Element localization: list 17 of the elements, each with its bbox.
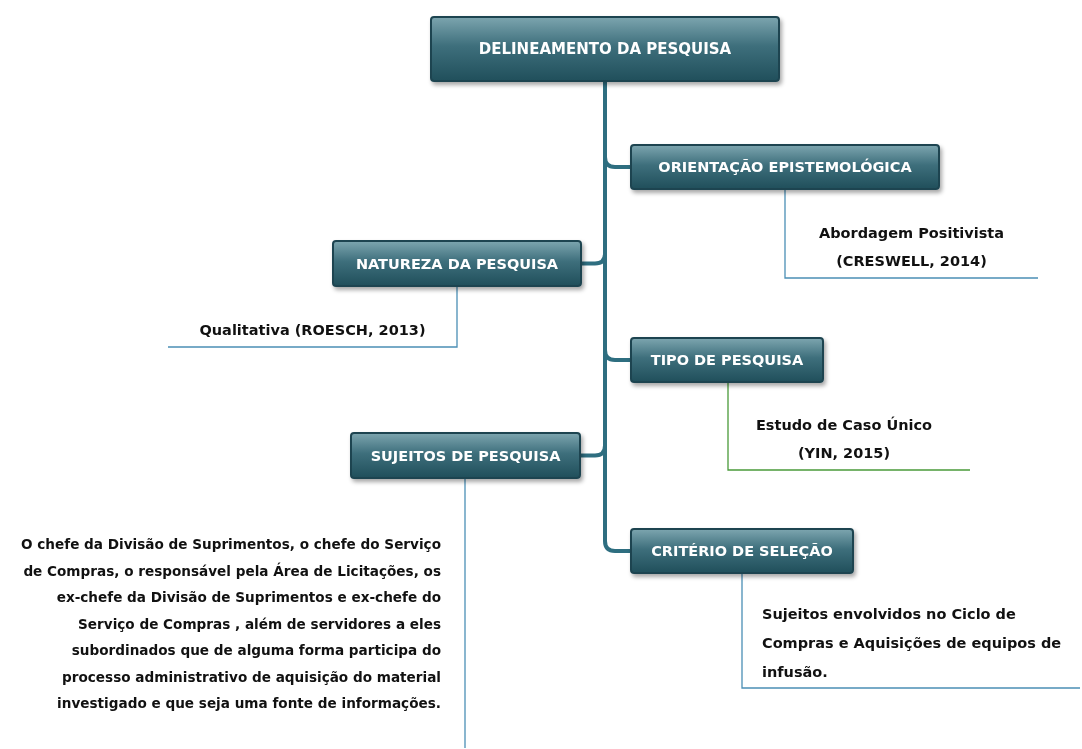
topic-box: ORIENTAÇÃO EPISTEMOLÓGICA	[630, 144, 940, 190]
topic-box: TIPO DE PESQUISA	[630, 337, 824, 383]
note-text: Qualitativa (ROESCH, 2013)	[198, 320, 427, 340]
note-text: O chefe da Divisão de Suprimentos, o chefe do Serviço de Compras, o responsável pela Área de Licitações, os ex-chefe da Divisão de Suprimentos e ex-chefe do Serviço de Compras , além de servidores a eles subordinados que de alguma forma participa do processo administrativo de aquisição do material investigado e que seja uma fonte de informações.	[20, 535, 441, 714]
connector-line	[167, 286, 458, 348]
trunk-connector	[603, 82, 630, 553]
topic-box: SUJEITOS DE PESQUISA	[350, 432, 581, 479]
topic-box: CRITÉRIO DE SELEÇÃO	[630, 528, 854, 574]
note-text: Sujeitos envolvidos no Ciclo de Compras e Aquisições de equipos de infusão.	[762, 604, 1063, 682]
title-box: DELINEAMENTO DA PESQUISA	[430, 16, 780, 82]
note-text: Abordagem Positivista (CRESWELL, 2014)	[817, 224, 1006, 271]
topic-box: NATUREZA DA PESQUISA	[332, 240, 582, 287]
connector-line	[727, 382, 971, 471]
connector-line	[784, 189, 1039, 279]
note-text: Estudo de Caso Único (YIN, 2015)	[754, 415, 934, 463]
connector-line	[464, 478, 466, 749]
connector-line	[741, 573, 1081, 689]
